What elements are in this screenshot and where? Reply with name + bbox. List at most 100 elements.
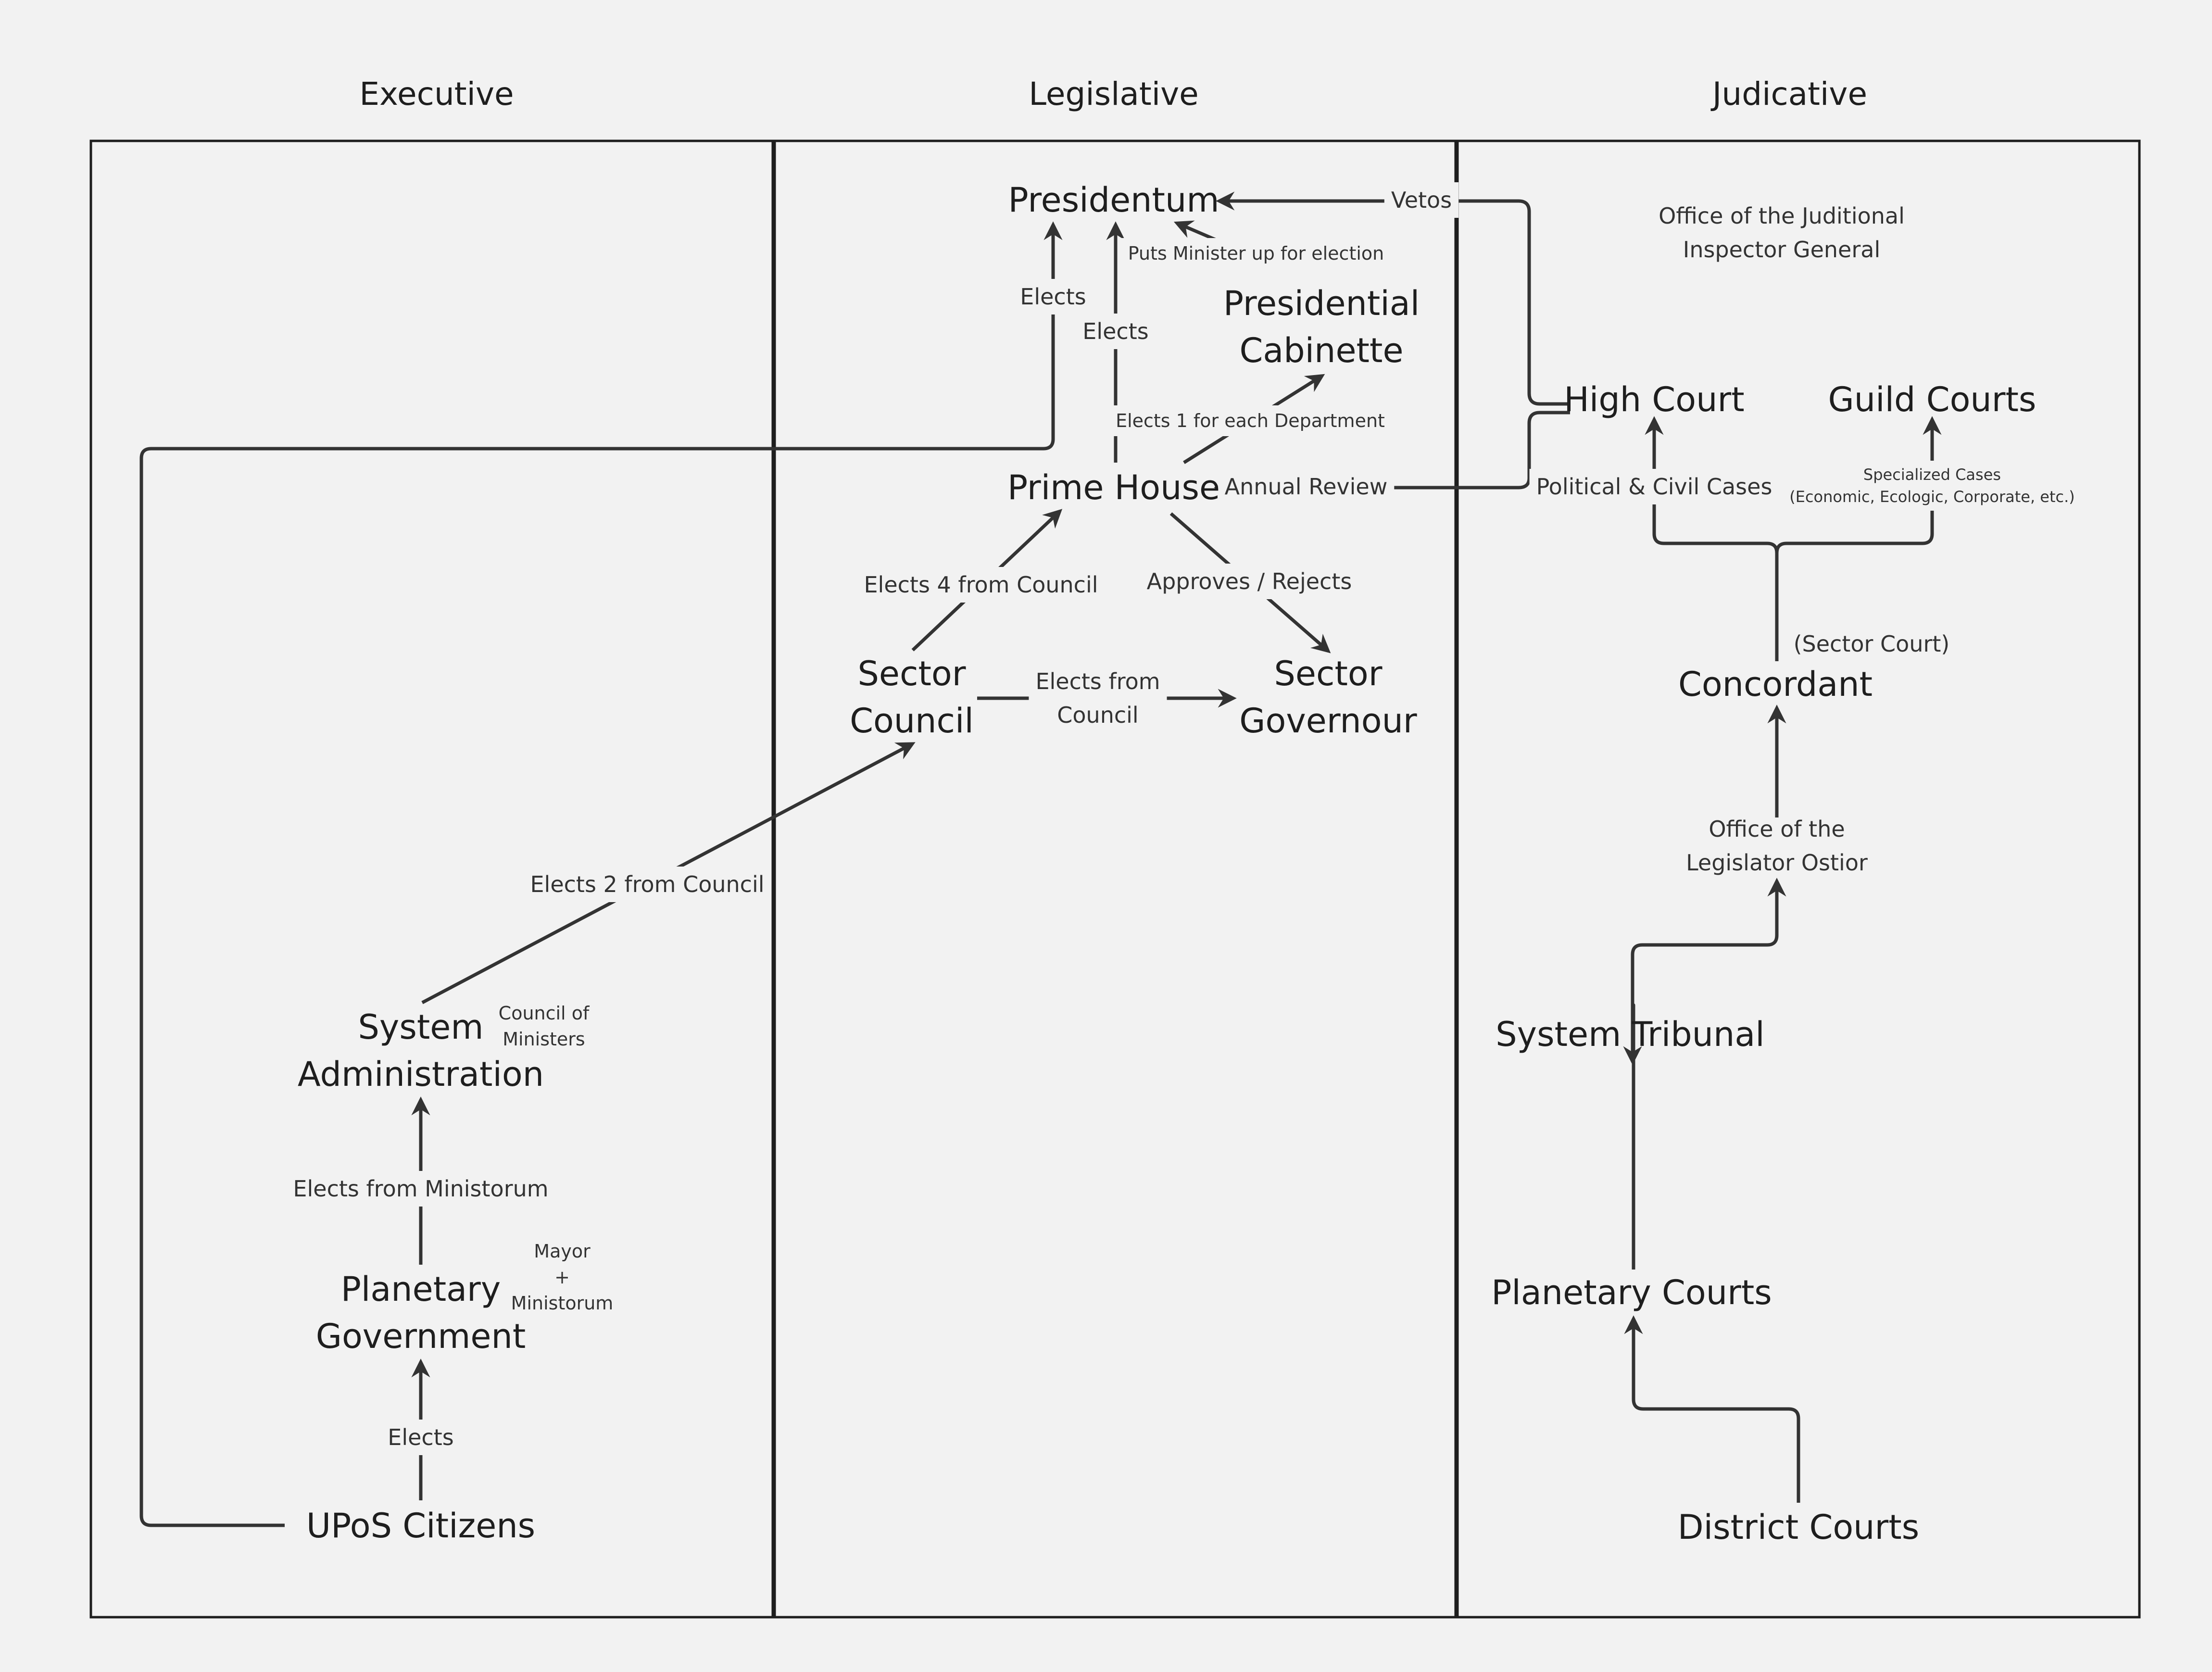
edge-label-specialized-cases: Specialized Cases (Economic, Ecologic, Co… bbox=[1789, 465, 2075, 506]
label-backgrounds bbox=[286, 182, 2082, 1455]
edge-concordant-high-court bbox=[1645, 416, 1779, 661]
edge-citizens-presidentum bbox=[139, 221, 1063, 1527]
text-line: Presidentum bbox=[1008, 180, 1219, 220]
text-line: Political & Civil Cases bbox=[1536, 474, 1772, 500]
label-background bbox=[523, 867, 771, 902]
node-high-court: High Court bbox=[1564, 380, 1744, 419]
text-line: + bbox=[554, 1267, 570, 1288]
label-background bbox=[1013, 279, 1093, 314]
annotation-mayor-ministorum: Mayor + Ministorum bbox=[511, 1241, 614, 1314]
annotation-sector-court: (Sector Court) bbox=[1794, 631, 1950, 657]
text-line: Mayor bbox=[534, 1241, 591, 1262]
edge-label-elects-citizens-planetary: Elects bbox=[388, 1424, 453, 1450]
label-background bbox=[1529, 469, 1779, 504]
node-upos-citizens: UPoS Citizens bbox=[306, 1506, 535, 1546]
edge-label-elects-from-ministorum: Elects from Ministorum bbox=[293, 1176, 548, 1202]
text-line: Elects 4 from Council bbox=[864, 572, 1098, 598]
text-line: Administration bbox=[298, 1055, 544, 1094]
text-line: Council bbox=[850, 701, 974, 741]
edge-district-planetary-courts bbox=[1624, 1315, 1800, 1503]
text-line: Council of bbox=[499, 1003, 590, 1024]
text-line: Office of the bbox=[1709, 816, 1845, 842]
node-presidentum: Presidentum bbox=[1008, 180, 1219, 220]
edge-label-annual-review: Annual Review bbox=[1225, 474, 1388, 500]
text-line: System Tribunal bbox=[1496, 1015, 1765, 1054]
text-line: UPoS Citizens bbox=[306, 1506, 535, 1546]
text-line: Elects from bbox=[1035, 668, 1160, 694]
text-line: Concordant bbox=[1678, 665, 1873, 704]
text-line: Legislator Ostior bbox=[1686, 850, 1868, 876]
edge-label-vetos: Vetos bbox=[1391, 187, 1452, 213]
label-background bbox=[1783, 461, 2082, 511]
node-system-tribunal: System Tribunal bbox=[1496, 1015, 1765, 1054]
label-background bbox=[1076, 314, 1156, 349]
text-line: Government bbox=[316, 1317, 526, 1356]
text-line: Planetary Courts bbox=[1491, 1273, 1772, 1312]
text-line: Sector bbox=[1274, 654, 1382, 693]
edge-label-approves-rejects: Approves / Rejects bbox=[1147, 568, 1352, 594]
branch-header-legislative: Legislative bbox=[1029, 75, 1199, 113]
edge-concordant-guild-courts bbox=[1775, 416, 1942, 553]
annotation-council-of-ministers: Council of Ministers bbox=[499, 1003, 590, 1050]
text-line: Prime House bbox=[1007, 468, 1220, 507]
text-line: Elects 2 from Council bbox=[530, 871, 764, 897]
text-line: Annual Review bbox=[1225, 474, 1388, 500]
text-line: Elects bbox=[1082, 318, 1148, 344]
text-line: Approves / Rejects bbox=[1147, 568, 1352, 594]
label-background bbox=[1109, 405, 1392, 436]
text-line: Vetos bbox=[1391, 187, 1452, 213]
node-planetary-courts: Planetary Courts bbox=[1491, 1273, 1772, 1312]
label-background bbox=[1029, 664, 1167, 733]
edge-label-elects-4-from-council: Elects 4 from Council bbox=[864, 572, 1098, 598]
text-line: Inspector General bbox=[1683, 237, 1880, 263]
text-line: Guild Courts bbox=[1828, 380, 2036, 419]
edge-tribunal-ostior bbox=[1631, 878, 1786, 1010]
text-line: System bbox=[358, 1007, 483, 1047]
edge-label-elects-citizens-president: Elects bbox=[1020, 284, 1086, 310]
edge-high-court-prime-house bbox=[1214, 411, 1570, 497]
node-concordant: Concordant bbox=[1678, 665, 1873, 704]
judicative-column-frame bbox=[1456, 139, 2141, 1619]
label-background bbox=[1218, 469, 1395, 504]
edge-label-elects-1-each-department: Elects 1 for each Department bbox=[1116, 410, 1385, 431]
edge-label-elects-2-from-council: Elects 2 from Council bbox=[530, 871, 764, 897]
text-line: Elects from Ministorum bbox=[293, 1176, 548, 1202]
text-line: Sector bbox=[857, 654, 966, 693]
branch-header-executive: Executive bbox=[359, 75, 514, 113]
label-background bbox=[1140, 564, 1359, 599]
text-line: Elects bbox=[388, 1424, 453, 1450]
node-prime-house: Prime House bbox=[1007, 468, 1220, 507]
edge-label-political-civil-cases: Political & Civil Cases bbox=[1536, 474, 1772, 500]
text-line: Cabinette bbox=[1239, 331, 1403, 370]
text-line: Specialized Cases bbox=[1863, 465, 2001, 484]
text-line: Elects 1 for each Department bbox=[1116, 410, 1385, 431]
node-guild-courts: Guild Courts bbox=[1828, 380, 2036, 419]
text-line: District Courts bbox=[1678, 1508, 1919, 1547]
text-line: High Court bbox=[1564, 380, 1744, 419]
text-line: Office of the Juditional bbox=[1659, 203, 1905, 229]
branch-header-judicative: Judicative bbox=[1710, 75, 1867, 113]
text-line: Presidential bbox=[1223, 284, 1420, 323]
text-line: Elects bbox=[1020, 284, 1086, 310]
text-line: Ministorum bbox=[511, 1293, 614, 1314]
label-background bbox=[286, 1171, 555, 1207]
label-background bbox=[857, 567, 1105, 603]
text-line: (Sector Court) bbox=[1794, 631, 1950, 657]
edge-label-puts-minister: Puts Minister up for election bbox=[1128, 243, 1384, 264]
edge-label-elects-primehouse-president: Elects bbox=[1082, 318, 1148, 344]
text-line: Ministers bbox=[503, 1029, 585, 1050]
label-background bbox=[381, 1420, 461, 1455]
text-line: Puts Minister up for election bbox=[1128, 243, 1384, 264]
label-background bbox=[1384, 182, 1459, 218]
text-line: Council bbox=[1057, 702, 1138, 728]
text-line: (Economic, Ecologic, Corporate, etc.) bbox=[1789, 488, 2075, 506]
